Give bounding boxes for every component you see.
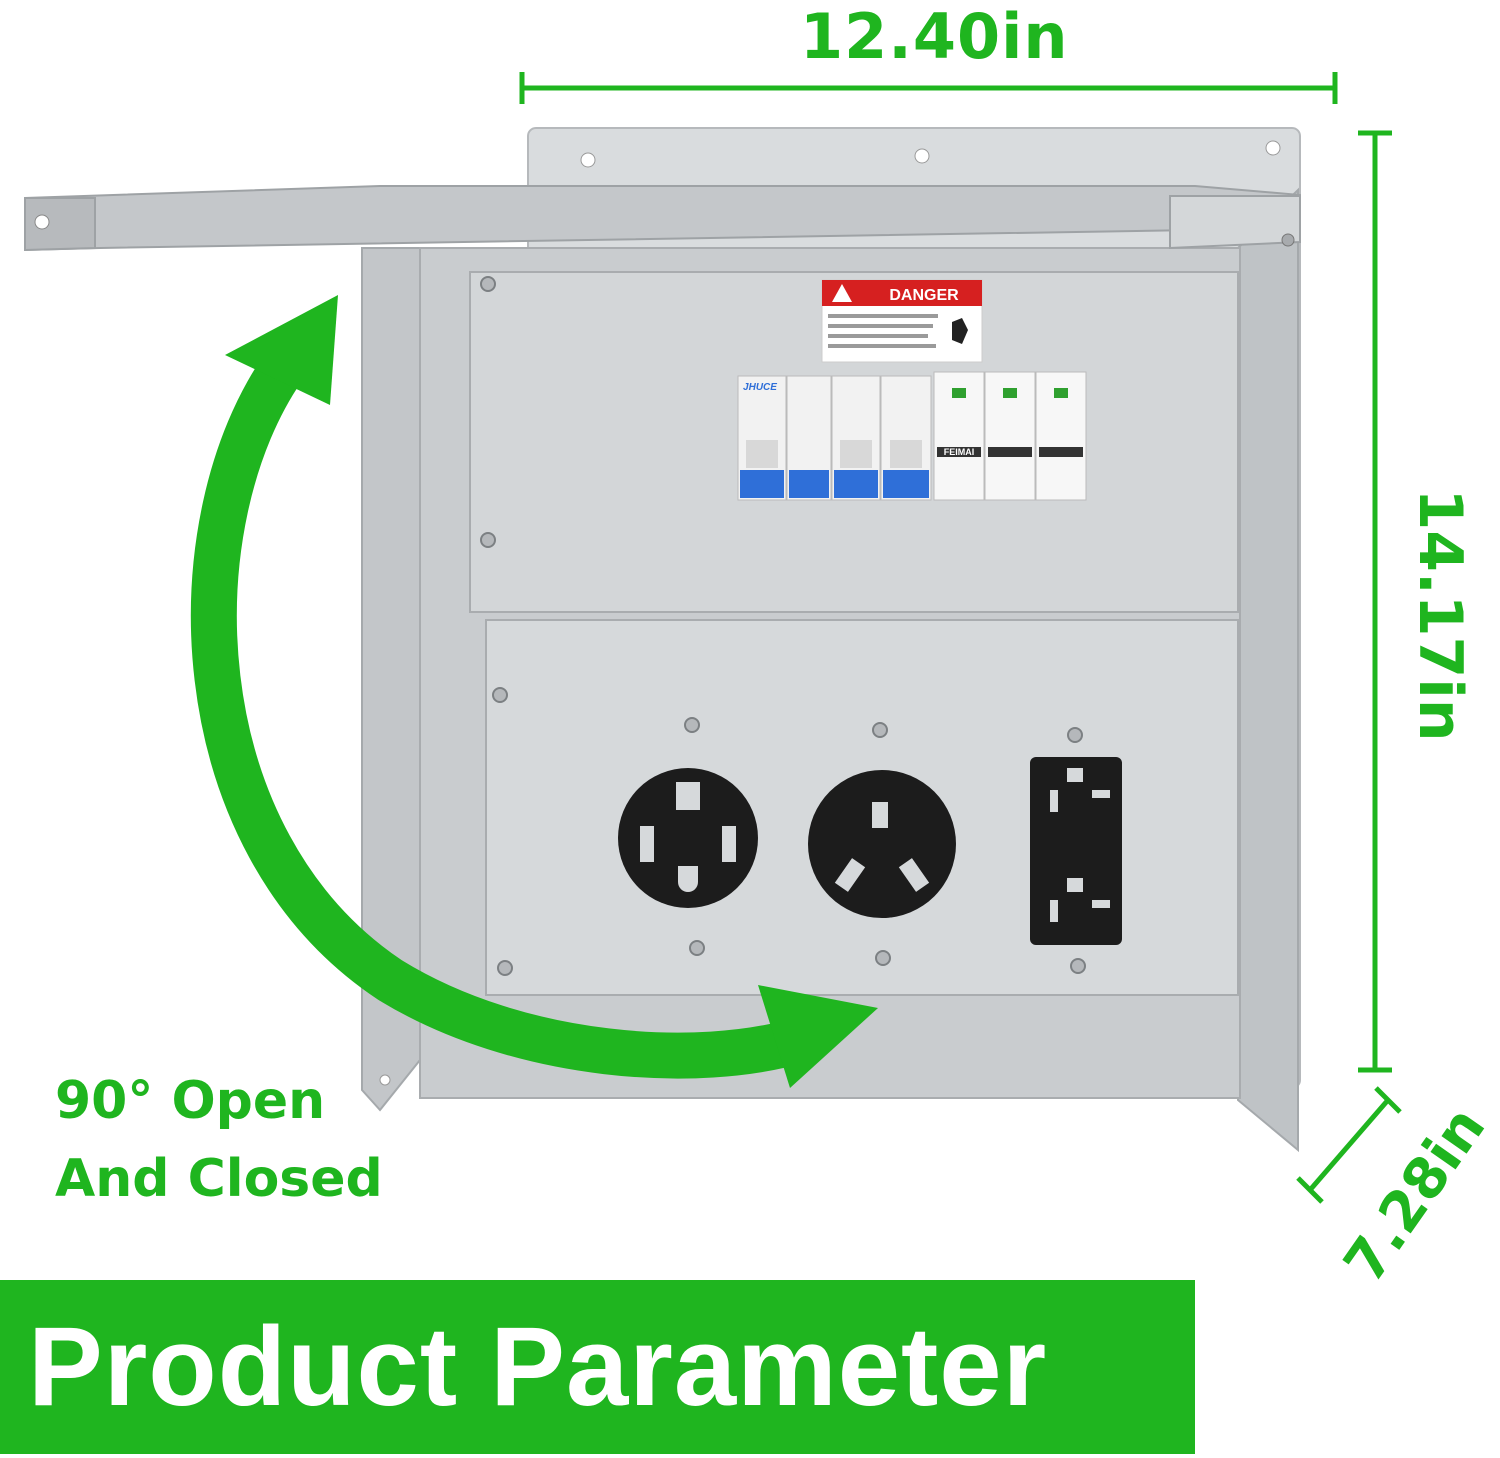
surge-brand-label: FEIMAI bbox=[944, 447, 975, 457]
lid-screw bbox=[1281, 233, 1295, 247]
danger-label-text: DANGER bbox=[889, 287, 959, 304]
arrow-head-right-icon bbox=[758, 985, 878, 1088]
mounting-hole bbox=[1265, 140, 1281, 156]
open-close-arc-arrow bbox=[191, 351, 807, 1079]
open-close-note-line1: 90° Open bbox=[55, 1071, 326, 1131]
width-dimension-label: 12.40in bbox=[800, 0, 1069, 73]
open-close-note: 90° Open And Closed bbox=[55, 1062, 383, 1218]
width-dimension-line bbox=[519, 72, 1338, 104]
surge-protectors bbox=[933, 371, 1087, 501]
hand-shock-icon bbox=[952, 318, 968, 344]
height-dimension-line bbox=[1358, 130, 1392, 1073]
banner-title: Product Parameter bbox=[28, 1304, 1048, 1429]
danger-fine-print bbox=[828, 314, 938, 348]
warning-triangle-icon bbox=[832, 284, 852, 302]
hinged-lid-front bbox=[1169, 195, 1301, 250]
mounting-hole bbox=[580, 152, 596, 168]
mounting-hole bbox=[914, 148, 930, 164]
side-hole bbox=[379, 1074, 391, 1086]
receptacle-30a bbox=[808, 770, 956, 918]
product-parameter-banner: Product Parameter bbox=[0, 1280, 1195, 1454]
arrow-head-up-icon bbox=[225, 295, 338, 405]
depth-dimension-line bbox=[1296, 1086, 1402, 1204]
panel-screws bbox=[480, 276, 1086, 976]
receptacle-20a-duplex bbox=[1030, 757, 1122, 945]
enclosure-side-right bbox=[1237, 187, 1299, 1153]
lid-hole bbox=[34, 214, 50, 230]
breaker-brand-label: JHUCE bbox=[743, 382, 777, 393]
circuit-breakers bbox=[737, 375, 932, 501]
receptacle-50a bbox=[618, 768, 758, 908]
hinged-lid-edge bbox=[24, 197, 96, 252]
height-dimension-label: 14.17in bbox=[1405, 488, 1475, 742]
open-close-note-line2: And Closed bbox=[55, 1149, 383, 1209]
